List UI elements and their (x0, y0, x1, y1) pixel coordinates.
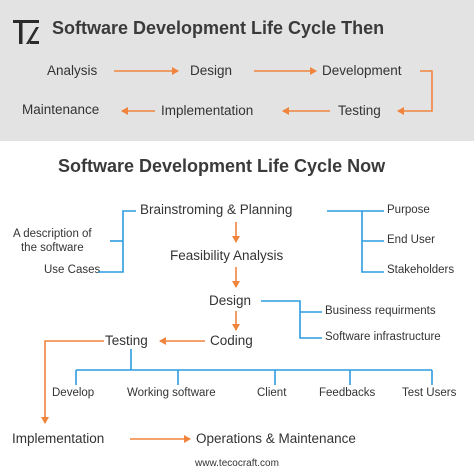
testing-item-client: Client (257, 387, 287, 399)
testing-item-develop: Develop (52, 387, 95, 399)
then-panel (0, 0, 474, 141)
then-step-maintenance: Maintenance (22, 102, 100, 117)
tecocraft-logo (13, 20, 39, 44)
then-step-analysis: Analysis (47, 63, 98, 78)
output-purpose: Purpose (387, 204, 430, 216)
then-title: Software Development Life Cycle Then (52, 18, 385, 38)
node-design: Design (209, 293, 252, 308)
input-use-cases: Use Cases (44, 264, 101, 276)
arrow-testing-implementation-now (41, 340, 104, 424)
node-operations: Operations & Maintenance (196, 431, 356, 446)
then-step-testing: Testing (338, 103, 381, 118)
testing-item-working-software: Working software (127, 387, 216, 399)
footer-website: www.tecocraft.com (195, 458, 279, 469)
then-step-implementation: Implementation (161, 103, 254, 118)
node-brainstorming: Brainstroming & Planning (140, 202, 293, 217)
output-software-infrastructure: Software infrastructure (325, 331, 441, 343)
node-feasibility: Feasibility Analysis (170, 248, 284, 263)
node-implementation: Implementation (12, 431, 105, 446)
bracket-design-outputs (261, 300, 322, 339)
then-step-development: Development (322, 63, 402, 78)
output-end-user: End User (387, 234, 435, 246)
output-business-requirements: Business requirments (325, 305, 436, 317)
then-step-design: Design (190, 63, 233, 78)
node-testing: Testing (105, 333, 148, 348)
testing-item-feedbacks: Feedbacks (319, 387, 376, 399)
output-stakeholders: Stakeholders (387, 264, 455, 276)
arrow-development-testing (397, 70, 433, 115)
node-coding: Coding (210, 333, 253, 348)
testing-item-test-users: Test Users (402, 387, 457, 399)
input-description: A description of the software (13, 228, 92, 254)
now-title: Software Development Life Cycle Now (58, 156, 386, 176)
